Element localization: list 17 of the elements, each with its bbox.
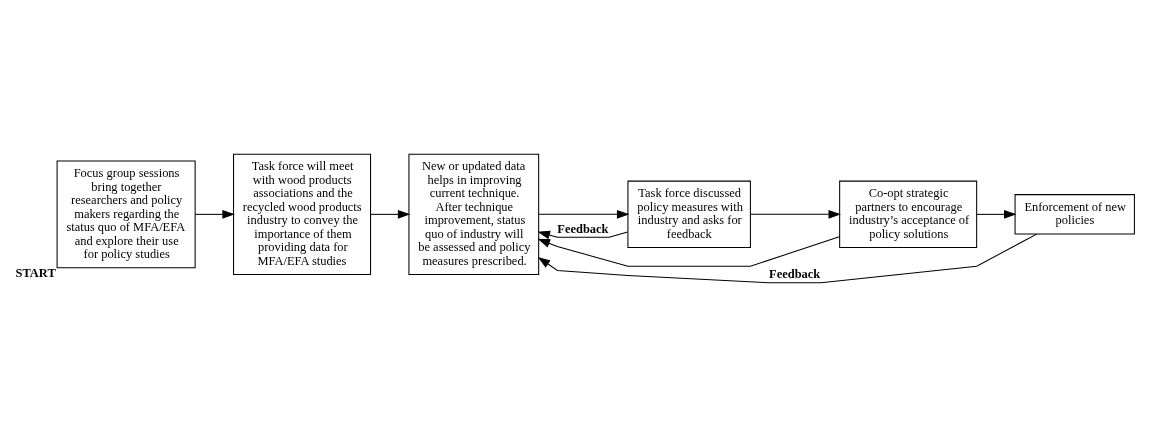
- node-box: Co-opt strategic partners to encourage industry’s acceptance of policy solutions: [839, 180, 978, 249]
- node-label: START: [15, 265, 56, 280]
- edge-label: Feedback: [769, 267, 821, 282]
- arrow: [538, 210, 630, 219]
- arrow: [976, 210, 1017, 219]
- arrow: [537, 236, 840, 267]
- edge-label: Feedback: [557, 221, 609, 236]
- node-box: Focus group sessions bring together researchers and policy makers regarding the status quo of MFA/EFA and explore their use for policy studies: [56, 160, 196, 269]
- node-box: Task force will meet with wood products associations and the recycled wood products industry to convey the importance of them providing data for MFA/EFA studies: [233, 153, 372, 276]
- node-box: Enforcement of new policies: [1014, 194, 1135, 235]
- arrow: [537, 233, 1038, 284]
- node-box: Task force discussed policy measures with industry and asks for feedback: [627, 180, 751, 249]
- arrow: [194, 210, 235, 219]
- arrow: [537, 230, 629, 240]
- arrow: [370, 210, 411, 219]
- arrow: [750, 210, 841, 219]
- node-box: New or updated data helps in improving current technique. After technique improvement, status quo of industry will be assessed and policy measures prescribed.: [408, 153, 540, 276]
